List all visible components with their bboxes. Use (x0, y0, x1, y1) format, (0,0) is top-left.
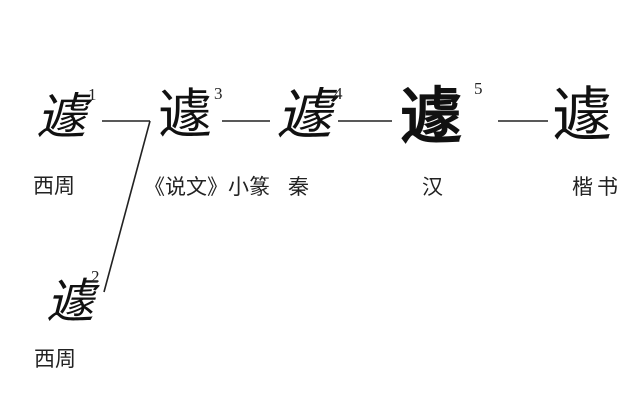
glyph-stage-6: 遽 (552, 81, 612, 151)
connector-1-2 (103, 120, 151, 293)
stage-number-5: 5 (474, 79, 483, 98)
glyph-stage-4: 遽 (276, 83, 332, 148)
stage-number-2: 2 (91, 267, 100, 286)
stage-label-5: 汉 (422, 175, 443, 199)
stage-label-6: 楷书 (572, 175, 622, 199)
stage-label-4: 秦 (288, 175, 309, 199)
glyph-stage-5: 遽 (400, 80, 463, 153)
stage-label-2: 西周 (34, 347, 76, 371)
glyph-stage-3: 遽 (158, 83, 212, 146)
glyph-stage-2: 遽 (46, 274, 95, 330)
stage-label-3: 《说文》小篆 (144, 175, 270, 199)
stage-number-1: 1 (88, 85, 97, 104)
stage-label-1: 西周 (33, 174, 75, 198)
stage-number-3: 3 (214, 84, 223, 103)
glyph-stage-1: 遽 (36, 88, 86, 146)
stage-number-4: 4 (334, 84, 343, 103)
